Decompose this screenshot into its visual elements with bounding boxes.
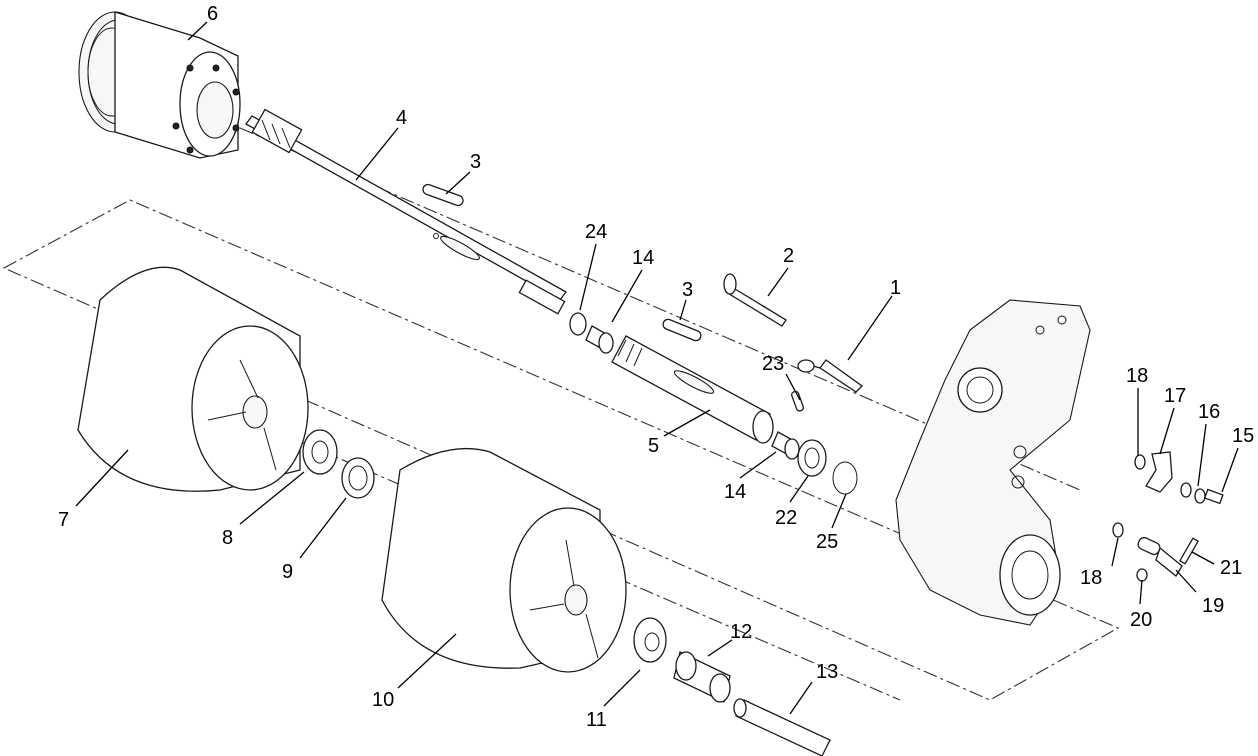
- splined-shaft: [611, 335, 774, 444]
- callout-22: 22: [775, 507, 797, 529]
- callout-5: 5: [648, 435, 659, 457]
- callout-3-lower: 3: [682, 279, 693, 301]
- hardware-group-upper: [1134, 451, 1224, 505]
- motor-icon: [78, 11, 241, 159]
- callout-1: 1: [890, 277, 901, 299]
- bushing-lower: [771, 431, 800, 460]
- snap-ring: [569, 312, 587, 336]
- callout-18-lower: 18: [1080, 567, 1102, 589]
- callout-8: 8: [222, 527, 233, 549]
- leader-lines: [75, 21, 1239, 715]
- callout-12: 12: [730, 621, 752, 643]
- callout-11: 11: [586, 709, 607, 731]
- roller-lower: [381, 447, 627, 673]
- callout-14-lower: 14: [724, 481, 746, 503]
- callout-24: 24: [585, 221, 607, 243]
- callout-23: 23: [762, 353, 784, 375]
- seal: [341, 457, 375, 499]
- key-lower: [662, 318, 702, 342]
- callout-20: 20: [1130, 609, 1152, 631]
- hardware-group-lower: [1112, 522, 1199, 582]
- callout-15: 15: [1232, 425, 1254, 447]
- callout-2: 2: [783, 245, 794, 267]
- callout-18-upper: 18: [1126, 365, 1148, 387]
- roll-pin: [791, 390, 805, 412]
- cylinder-sleeve: [733, 698, 831, 756]
- callout-25: 25: [816, 531, 838, 553]
- callout-17: 17: [1164, 385, 1186, 407]
- callout-4: 4: [396, 107, 407, 129]
- pivot-pin-1: [797, 359, 863, 393]
- lock-nut: [302, 429, 338, 475]
- roller-icon: [77, 266, 309, 492]
- plate-icon: [895, 299, 1091, 626]
- callout-14-upper: 14: [632, 247, 654, 269]
- shaft-icon: [245, 108, 567, 315]
- bearing: [797, 439, 827, 477]
- spacer-washer: [633, 617, 667, 663]
- callout-10: 10: [372, 689, 394, 711]
- callout-3-upper: 3: [470, 151, 481, 173]
- callout-16: 16: [1198, 401, 1220, 423]
- callout-7: 7: [58, 509, 69, 531]
- callout-19: 19: [1202, 595, 1224, 617]
- pivot-pin-2: [723, 273, 787, 327]
- o-ring: [832, 461, 858, 495]
- callout-9: 9: [282, 561, 293, 583]
- key-upper: [422, 183, 464, 207]
- bushing-upper: [585, 325, 614, 354]
- callout-21: 21: [1220, 557, 1242, 579]
- callout-13: 13: [816, 661, 838, 683]
- adapter-fitting: [673, 651, 731, 703]
- assembly-boundary: [2, 199, 1120, 701]
- callout-6: 6: [207, 3, 218, 25]
